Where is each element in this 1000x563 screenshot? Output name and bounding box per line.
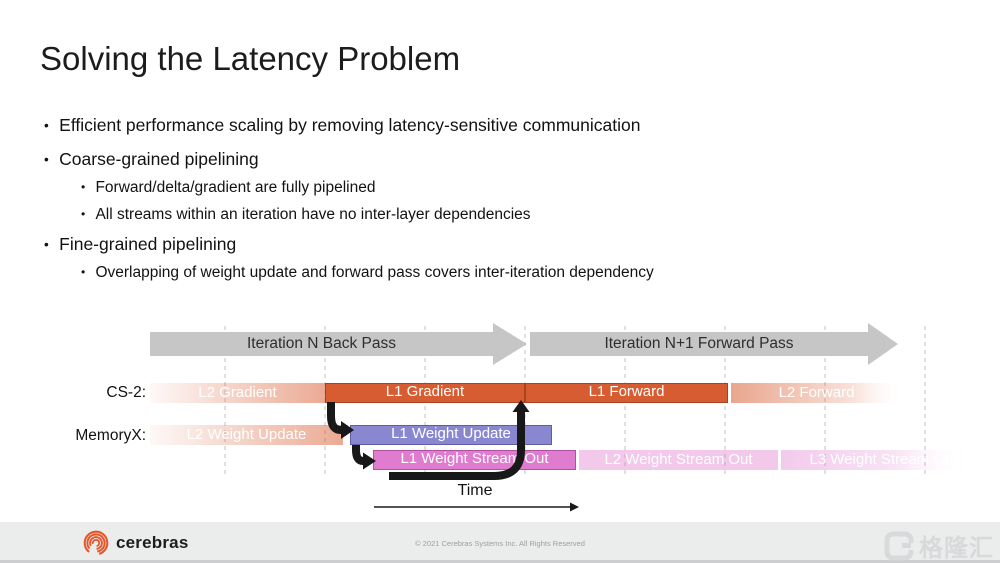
copyright-text: © 2021 Cerebras Systems Inc. All Rights … bbox=[415, 539, 585, 548]
bullet-dot: • bbox=[81, 207, 86, 222]
bullet-text: Forward/delta/gradient are fully pipelin… bbox=[95, 179, 376, 196]
flow-arrow-update-to-stream bbox=[352, 445, 364, 465]
cerebras-wordmark: cerebras bbox=[116, 533, 189, 552]
bar-l1-weight-stream-out: L1 Weight Stream Out bbox=[373, 450, 576, 470]
time-axis-label: Time bbox=[457, 482, 493, 499]
watermark-text: 格隆汇 bbox=[919, 535, 994, 562]
bullet-item: • Forward/delta/gradient are fully pipel… bbox=[81, 178, 375, 197]
gelonghui-watermark: 格隆汇 bbox=[883, 528, 994, 563]
bullet-text: Overlapping of weight update and forward… bbox=[95, 264, 654, 281]
bar-l2-weight-update: L2 Weight Update bbox=[150, 425, 343, 445]
bullet-text: Coarse-grained pipelining bbox=[59, 149, 259, 169]
bullet-dot: • bbox=[44, 151, 49, 167]
bullet-text: Fine-grained pipelining bbox=[59, 234, 237, 254]
bar-l1-forward: L1 Forward bbox=[525, 383, 728, 403]
phase-arrow-label: Iteration N Back Pass bbox=[246, 335, 397, 352]
bullet-dot: • bbox=[44, 117, 49, 133]
bar-l1-gradient: L1 Gradient bbox=[325, 383, 525, 403]
bullet-dot: • bbox=[81, 265, 86, 280]
bullet-item: • Coarse-grained pipelining bbox=[44, 149, 259, 170]
row-label-cs2: CS-2: bbox=[106, 384, 146, 401]
bar-l1-weight-update: L1 Weight Update bbox=[350, 425, 552, 445]
bullet-dot: • bbox=[81, 180, 86, 195]
page-title: Solving the Latency Problem bbox=[40, 40, 461, 77]
cerebras-logo-icon bbox=[83, 530, 109, 556]
bar-l2-forward: L2 Forward bbox=[731, 383, 902, 403]
row-label-memoryx: MemoryX: bbox=[75, 427, 146, 444]
bullet-item: • All streams within an iteration have n… bbox=[81, 205, 531, 224]
bullet-item: • Fine-grained pipelining bbox=[44, 234, 236, 255]
phase-arrow-label: Iteration N+1 Forward Pass bbox=[604, 335, 794, 352]
gelonghui-watermark-icon bbox=[884, 531, 914, 560]
bullet-item: • Overlapping of weight update and forwa… bbox=[81, 263, 654, 282]
footer: cerebras © 2021 Cerebras Systems Inc. Al… bbox=[0, 522, 1000, 563]
bar-l2-gradient: L2 Gradient bbox=[150, 383, 325, 403]
bar-l2-weight-stream-out: L2 Weight Stream Out bbox=[579, 450, 778, 470]
bullet-dot: • bbox=[44, 236, 49, 252]
time-axis-arrow bbox=[374, 502, 579, 512]
bullet-text: All streams within an iteration have no … bbox=[95, 206, 531, 223]
bullet-text: Efficient performance scaling by removin… bbox=[59, 115, 641, 135]
bar-l3-weight-stream-out: L3 Weight Stream Out bbox=[781, 450, 986, 470]
cerebras-logo: cerebras bbox=[82, 529, 189, 557]
bullet-item: • Efficient performance scaling by remov… bbox=[44, 115, 640, 136]
